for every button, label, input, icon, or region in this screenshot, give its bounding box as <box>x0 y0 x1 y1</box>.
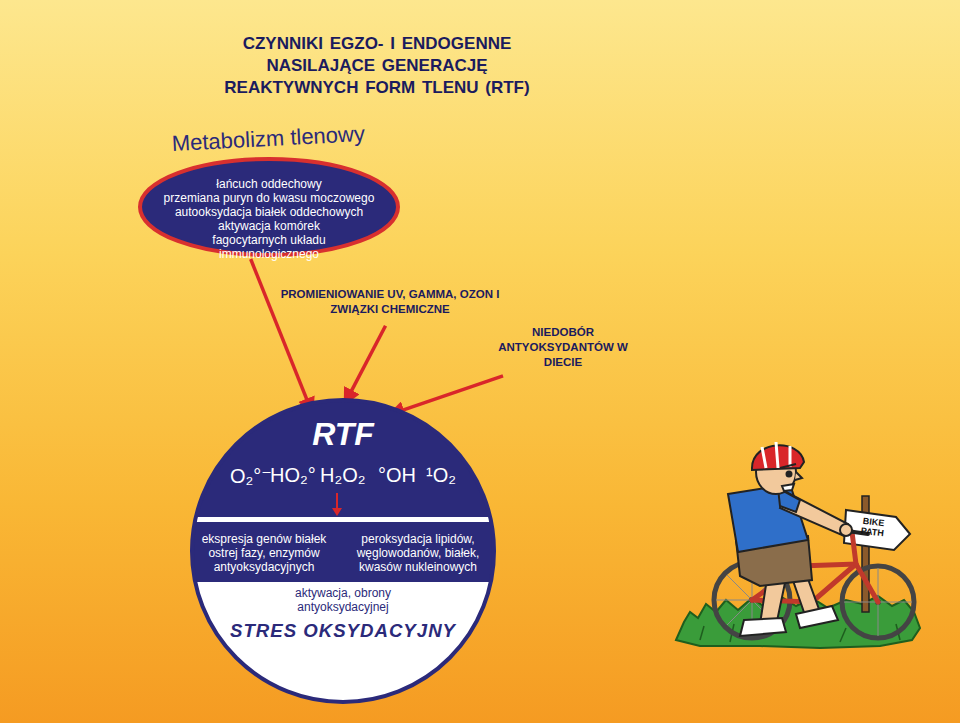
circle-parts <box>190 517 496 712</box>
effect-text: peroksydacja lipidów, węglowodanów, biał… <box>344 532 492 574</box>
red-arrow <box>345 326 386 404</box>
formula: HO₂° <box>270 464 316 487</box>
formula: ¹O₂ <box>426 464 456 487</box>
oval-item: autooksydacja białek oddechowych <box>159 205 379 219</box>
small-arrow-head <box>332 508 342 516</box>
cause-label: PROMIENIOWANIE UV, GAMMA, OZON I ZWIĄZKI… <box>278 287 502 321</box>
cause-label: NIEDOBÓR ANTYOKSYDANTÓW W DIECIE <box>488 325 638 373</box>
cyclist <box>728 442 852 636</box>
stress-banner: STRES OKSYDACYJNY <box>230 620 456 642</box>
effect-text: ekspresja genów białek ostrej fazy, enzy… <box>194 532 334 574</box>
oval-item: aktywacja komórek fagocytarnych układu i… <box>184 219 354 261</box>
rtf-heading: RTF <box>190 416 496 452</box>
diagram-title: CZYNNIKI EGZO- I ENDOGENNE NASILAJĄCE GE… <box>197 33 557 99</box>
cause-text: PROMIENIOWANIE UV, GAMMA, OZON I ZWIĄZKI… <box>278 287 502 317</box>
oval-item: przemiana puryn do kwasu moczowego <box>159 191 379 205</box>
oval-body: łańcuch oddechowyprzemiana puryn do kwas… <box>158 177 380 261</box>
oval-node: Metabolizm tlenowyłańcuch oddechowyprzem… <box>138 157 400 257</box>
rtf-circle: RTF O₂°⁻HO₂°H₂O₂ °OH ¹O₂ ekspresja genów bia… <box>190 398 496 704</box>
oval-heading: Metabolizm tlenowy <box>137 119 400 159</box>
small-arrow <box>336 493 338 508</box>
formula: °OH <box>378 464 416 487</box>
red-arrow <box>251 259 313 413</box>
red-arrow <box>389 376 503 415</box>
white-band <box>190 517 496 522</box>
formula: O₂°⁻ <box>230 464 272 488</box>
lower-white <box>190 582 496 712</box>
oval-item: łańcuch oddechowy <box>159 177 379 191</box>
effect-text: aktywacja, obrony antyoksydacyjnej <box>263 586 423 614</box>
formula: H₂O₂ <box>320 464 366 487</box>
cause-text: NIEDOBÓR ANTYOKSYDANTÓW W DIECIE <box>488 325 638 370</box>
